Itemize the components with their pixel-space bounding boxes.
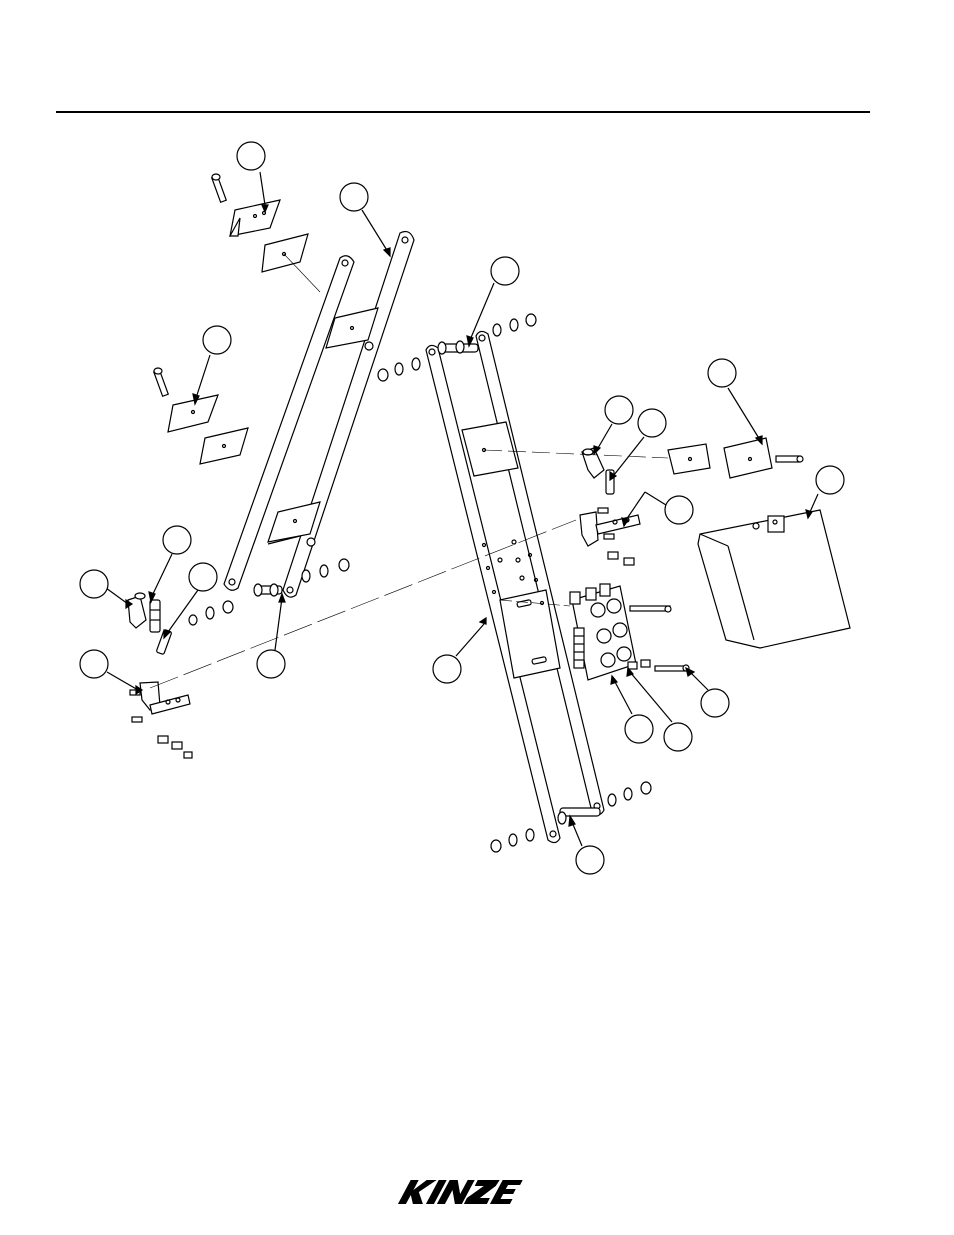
callout-8	[806, 466, 844, 518]
left-elbow-fitting	[128, 593, 146, 628]
callout-1	[237, 142, 268, 212]
valve-lower-bolt	[655, 665, 689, 671]
right-clamp-bracket	[724, 438, 772, 478]
callout-4	[193, 326, 231, 404]
valve-shield	[698, 510, 850, 648]
lower-clamp-bracket	[168, 395, 218, 432]
control-valve	[570, 584, 636, 680]
right-top-washers	[493, 314, 536, 336]
callout-6	[594, 396, 633, 454]
left-side-washer-group	[302, 538, 349, 582]
callout-12	[80, 570, 132, 608]
right-clamp-plate	[668, 444, 710, 474]
right-mounting-bracket	[580, 512, 640, 546]
left-bottom-pin	[254, 584, 282, 596]
upper-clamp-centerline	[284, 254, 320, 292]
right-clamp-bolt	[776, 456, 803, 462]
left-frame-bar-outer	[283, 232, 414, 598]
left-frame-bar-inner	[224, 256, 354, 591]
right-bottom-pin	[558, 808, 600, 824]
right-frame-bar-back	[476, 331, 604, 814]
kinze-logo	[398, 1176, 524, 1208]
lower-clamp-plate	[200, 428, 248, 464]
left-bracket-nuts	[158, 736, 192, 758]
callout-13	[80, 650, 142, 694]
callout-14	[257, 594, 285, 678]
upper-clamp-bolt	[212, 174, 227, 202]
callout-2	[340, 183, 390, 256]
callout-15	[433, 618, 486, 683]
callouts	[80, 142, 844, 874]
callout-11	[164, 563, 217, 638]
left-bracket-bolts	[130, 690, 142, 722]
callout-5	[708, 359, 762, 444]
lower-clamp-bolt	[154, 368, 169, 396]
right-top-pin	[438, 341, 478, 354]
callout-10	[149, 526, 191, 602]
right-bracket-nuts	[608, 552, 634, 565]
valve-mount-bolt	[630, 606, 671, 612]
upper-clamp-plate	[262, 234, 308, 272]
upper-clamp-bracket	[230, 200, 280, 236]
callout-18	[686, 668, 729, 717]
callout-19	[569, 816, 604, 874]
left-mounting-bracket	[140, 682, 190, 714]
left-straight-fitting	[150, 600, 160, 632]
callout-16	[611, 676, 653, 743]
left-bottom-washer-group	[189, 601, 233, 625]
right-elbow-fitting	[582, 448, 604, 478]
